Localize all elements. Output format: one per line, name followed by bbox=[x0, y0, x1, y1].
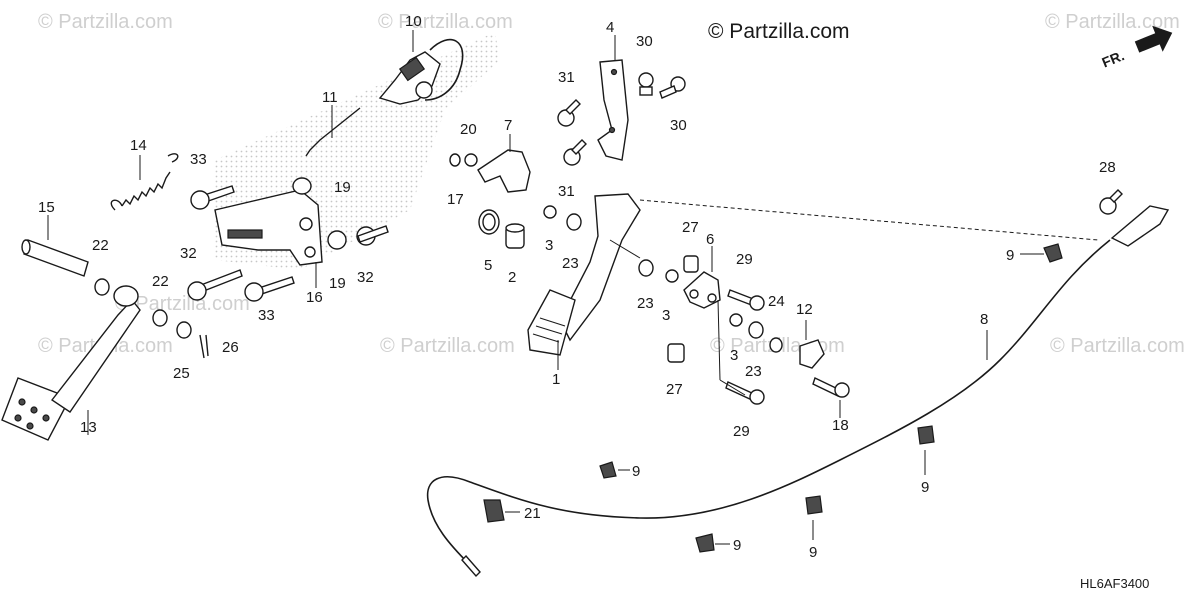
callout-19: 19 bbox=[334, 179, 351, 196]
callout-6: 6 bbox=[706, 231, 714, 248]
callout-23: 23 bbox=[637, 295, 654, 312]
callout-12: 12 bbox=[796, 301, 813, 318]
washers bbox=[94, 153, 783, 359]
callout-25: 25 bbox=[173, 365, 190, 382]
bushing bbox=[505, 223, 525, 249]
callout-3: 3 bbox=[730, 347, 738, 364]
callout-14: 14 bbox=[130, 137, 147, 154]
lever-arm bbox=[477, 149, 531, 193]
watermark-text: © Partzilla.com bbox=[1045, 11, 1180, 33]
callout-labels: 10 11 14 33 19 15 22 32 22 19 32 16 33 2… bbox=[38, 13, 1149, 591]
cable-end-fitting bbox=[461, 554, 481, 578]
callout-10: 10 bbox=[405, 13, 422, 30]
callout-32: 32 bbox=[180, 245, 197, 262]
diagram-code: HL6AF3400 bbox=[1080, 576, 1149, 591]
watermark-text: © Partzilla.com bbox=[1050, 335, 1185, 357]
callout-23: 23 bbox=[745, 363, 762, 380]
callout-30: 30 bbox=[636, 33, 653, 50]
callout-9: 9 bbox=[733, 537, 741, 554]
callout-17: 17 bbox=[447, 191, 464, 208]
callout-2: 2 bbox=[508, 269, 516, 286]
callout-13: 13 bbox=[80, 419, 97, 436]
torsion-spring bbox=[478, 209, 500, 235]
callout-4: 4 bbox=[606, 19, 614, 36]
watermark-text: © Partzilla.com bbox=[38, 11, 173, 33]
mounting-plate bbox=[597, 59, 629, 161]
throttle-pedal bbox=[527, 193, 641, 356]
callout-3: 3 bbox=[662, 307, 670, 324]
callout-15: 15 bbox=[38, 199, 55, 216]
callout-27: 27 bbox=[682, 219, 699, 236]
callout-9: 9 bbox=[921, 479, 929, 496]
callout-9: 9 bbox=[809, 544, 817, 561]
callout-9: 9 bbox=[1006, 247, 1014, 264]
watermark-text: © Partzilla.com bbox=[115, 293, 250, 315]
cable-end-bracket bbox=[1110, 205, 1170, 247]
cable-clamps bbox=[483, 243, 1063, 553]
callout-11: 11 bbox=[322, 89, 338, 106]
callout-26: 26 bbox=[222, 339, 239, 356]
callout-18: 18 bbox=[832, 417, 849, 434]
callout-7: 7 bbox=[504, 117, 512, 134]
collar bbox=[667, 343, 685, 363]
callout-30: 30 bbox=[670, 117, 687, 134]
callout-33: 33 bbox=[190, 151, 207, 168]
return-spring-small bbox=[305, 107, 361, 157]
leader-lines bbox=[47, 30, 1044, 545]
throttle-cable bbox=[426, 239, 1111, 566]
bolts bbox=[187, 72, 1123, 405]
front-direction-indicator: FR. bbox=[1100, 25, 1173, 71]
callout-27: 27 bbox=[666, 381, 683, 398]
callout-24: 24 bbox=[768, 293, 785, 310]
parking-brake-pedal bbox=[1, 285, 141, 441]
position-sensor bbox=[799, 339, 825, 369]
watermark-main: © Partzilla.com bbox=[708, 20, 850, 43]
callout-1: 1 bbox=[552, 371, 560, 388]
callout-3: 3 bbox=[545, 237, 553, 254]
front-label: FR. bbox=[1100, 47, 1127, 70]
pedal-bracket bbox=[214, 189, 323, 266]
callout-9: 9 bbox=[632, 463, 640, 480]
return-spring-large bbox=[110, 153, 179, 211]
callout-23: 23 bbox=[562, 255, 579, 272]
callout-22: 22 bbox=[152, 273, 169, 290]
callout-16: 16 bbox=[306, 289, 323, 306]
callout-29: 29 bbox=[733, 423, 750, 440]
callout-19: 19 bbox=[329, 275, 346, 292]
collar bbox=[683, 255, 699, 273]
watermark-text: © Partzilla.com bbox=[378, 11, 513, 33]
callout-32: 32 bbox=[357, 269, 374, 286]
callout-22: 22 bbox=[92, 237, 109, 254]
pedal-shaft bbox=[21, 239, 89, 277]
callout-21: 21 bbox=[524, 505, 541, 522]
callout-8: 8 bbox=[980, 311, 988, 328]
callout-31: 31 bbox=[558, 183, 575, 200]
callout-31: 31 bbox=[558, 69, 575, 86]
watermark-text: © Partzilla.com bbox=[380, 335, 515, 357]
arrow-icon bbox=[1134, 25, 1173, 53]
switch-assembly bbox=[378, 38, 464, 105]
callout-33: 33 bbox=[258, 307, 275, 324]
link-plate bbox=[683, 271, 721, 309]
callout-28: 28 bbox=[1099, 159, 1116, 176]
callout-5: 5 bbox=[484, 257, 492, 274]
callout-29: 29 bbox=[736, 251, 753, 268]
callout-20: 20 bbox=[460, 121, 477, 138]
